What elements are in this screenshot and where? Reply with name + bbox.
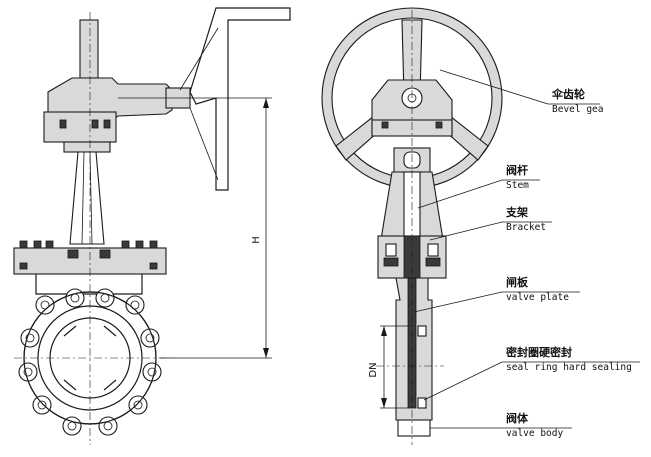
callout-valve-body-zh: 阀体 bbox=[506, 411, 529, 425]
callout-seal-ring-en: seal ring hard sealing bbox=[506, 362, 632, 373]
callout-stem-en: Stem bbox=[506, 180, 529, 191]
flange-bolts bbox=[19, 240, 158, 270]
yoke-top bbox=[63, 141, 111, 153]
seal-ring-bottom bbox=[417, 397, 427, 409]
callout-bracket-en: Bracket bbox=[506, 222, 546, 233]
leader-line bbox=[429, 221, 503, 241]
stem-top bbox=[79, 19, 99, 79]
bracket bbox=[69, 151, 105, 245]
leader-line bbox=[413, 291, 503, 313]
callout-bracket-zh: 支架 bbox=[505, 205, 528, 219]
callout-seal-ring-zh: 密封圈硬密封 bbox=[506, 345, 572, 359]
leader-line bbox=[417, 179, 503, 209]
height-dimension-label: H bbox=[251, 236, 262, 244]
callouts: 伞齿轮 Bevel gea 阀杆 Stem 支架 Bracket 闸板 valv… bbox=[413, 69, 640, 439]
callout-bevel-gear-zh: 伞齿轮 bbox=[551, 87, 585, 101]
body-neck bbox=[35, 274, 143, 295]
callout-stem-zh: 阀杆 bbox=[506, 163, 528, 177]
seal-ring-top bbox=[417, 325, 427, 337]
leader-line bbox=[423, 361, 503, 401]
crank-brace bbox=[189, 107, 219, 181]
leader-line bbox=[439, 69, 549, 105]
callout-valve-body-en: valve body bbox=[506, 428, 563, 439]
nominal-diameter-label: DN bbox=[368, 362, 379, 377]
callout-bevel-gear-en: Bevel gea bbox=[552, 104, 603, 115]
front-view: H bbox=[13, 7, 291, 445]
body-bottom bbox=[397, 419, 431, 437]
callout-valve-plate-zh: 闸板 bbox=[506, 275, 529, 289]
crank-brace bbox=[179, 27, 219, 91]
bolt-head bbox=[91, 119, 99, 129]
side-view: DN bbox=[321, 7, 503, 445]
callout-valve-plate-en: valve plate bbox=[506, 292, 569, 303]
crank-arm bbox=[189, 7, 291, 191]
bolt-head bbox=[59, 119, 67, 129]
bolt-head bbox=[103, 119, 111, 129]
